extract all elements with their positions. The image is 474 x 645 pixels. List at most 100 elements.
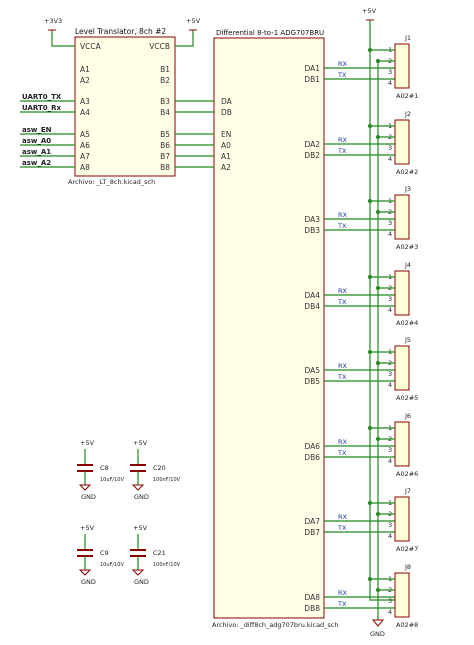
differential-mux-block[interactable]: Differential 8-to-1 ADG707BRU Archivo: _… [212,29,339,629]
cap-val-c21: 100nF/10V [153,562,181,568]
power-5v-label-right: +5V [362,7,377,15]
connector-val-j4: A02#4 [396,319,418,327]
net-label-in-3: asw_A0 [22,137,51,145]
capacitor-symbol [77,549,93,557]
diff-pin-da7: DA7 [304,517,320,526]
cap-gnd-label: GND [81,493,96,501]
rx-label-8: RX [338,589,348,597]
tx-label-4: TX [337,298,347,306]
junction-dot [368,501,372,505]
net-label-in-4: asw_A1 [22,148,51,156]
connector-j8[interactable] [394,572,410,618]
rx-label-1: RX [338,60,348,68]
diff-pin-db3: DB3 [304,226,320,235]
gnd-symbol [131,484,145,491]
cap-val-c9: 10uF/10V [100,562,124,568]
lt-pin-vccb: VCCB [149,42,170,51]
lt-pin-a7: A7 [80,152,90,161]
gnd-symbol [78,569,92,576]
connector-pin-num: 3 [388,446,392,454]
tx-label-1: TX [337,71,347,79]
net-label-mid-db: DB [221,108,232,117]
cap-power-label: +5V [133,524,148,532]
lt-pin-a1: A1 [80,65,90,74]
net-label-mid-da: DA [221,97,233,106]
diff-pin-da8: DA8 [304,593,320,602]
level-translator-block[interactable]: Level Translator, 8ch #2 Archivo: _LT_8c… [68,27,176,186]
cap-ref-c21: C21 [153,549,166,557]
rx-label-6: RX [338,438,348,446]
power-top: +3V3 +5V +5V GND [44,7,395,638]
diff-mux-file: Archivo: _diff8ch_adg707bru.kicad_sch [212,621,339,629]
junction-dot [368,48,372,52]
diff-pin-db7: DB7 [304,528,320,537]
rx-label-5: RX [338,362,348,370]
connector-pin-num: 3 [388,597,392,605]
gnd-symbol [131,569,145,576]
connector-j2[interactable] [394,119,410,165]
connector-j3[interactable] [394,194,410,240]
connector-pin-num: 3 [388,370,392,378]
diff-pin-da5: DA5 [304,366,320,375]
junction-dot [368,199,372,203]
connector-pin-num: 4 [388,230,392,238]
diff-pin-da3: DA3 [304,215,320,224]
connector-j6[interactable] [394,421,410,467]
rx-label-2: RX [338,136,348,144]
tx-label-3: TX [337,222,347,230]
connector-j5[interactable] [394,345,410,391]
connector-pin-num: 3 [388,68,392,76]
connector-val-j3: A02#3 [396,243,418,251]
cap-power-label: +5V [133,439,148,447]
net-label-mid-en: EN [221,130,231,139]
connector-j7[interactable] [394,496,410,542]
cap-power-label: +5V [80,524,95,532]
connector-val-j2: A02#2 [396,168,418,176]
junction-dot [368,275,372,279]
connector-pin-num: 3 [388,521,392,529]
connector-ref-j1: J1 [404,34,411,42]
net-label-mid-a2: A2 [221,163,231,172]
lt-pin-a4: A4 [80,108,90,117]
connector-ref-j7: J7 [404,487,411,495]
power-5v-label-top: +5V [186,17,201,25]
cap-gnd-label: GND [81,578,96,586]
diff-pin-db8: DB8 [304,604,320,613]
junction-dot [376,210,380,214]
connector-pin-num: 3 [388,295,392,303]
tx-label-5: TX [337,373,347,381]
diff-pin-da4: DA4 [304,291,320,300]
diff-mux-title: Differential 8-to-1 ADG707BRU [216,29,324,37]
diff-pin-da2: DA2 [304,140,320,149]
junction-dot [368,577,372,581]
diff-pin-db2: DB2 [304,151,320,160]
lt-pin-b8: B8 [160,163,170,172]
diff-pin-db5: DB5 [304,377,320,386]
junction-dot [368,350,372,354]
cap-ref-c9: C9 [100,549,109,557]
lt-pin-a5: A5 [80,130,90,139]
connector-ref-j4: J4 [404,261,411,269]
connector-j4[interactable] [394,270,410,316]
diff-pin-da1: DA1 [304,64,320,73]
net-label-mid-a0: A0 [221,141,231,150]
cap-val-c8: 10uF/10V [100,477,124,483]
connector-val-j1: A02#1 [396,92,418,100]
tx-label-2: TX [337,147,347,155]
diff-pin-da6: DA6 [304,442,320,451]
connector-ref-j5: J5 [404,336,411,344]
connector-pin-num: 4 [388,381,392,389]
net-label-in-2: asw_EN [22,126,52,134]
connector-j1[interactable] [394,43,410,89]
rx-label-4: RX [338,287,348,295]
connector-val-j6: A02#6 [396,470,418,478]
rx-label-3: RX [338,211,348,219]
junction-dot [368,124,372,128]
junction-dot [376,59,380,63]
lt-pin-a6: A6 [80,141,90,150]
lt-pin-b4: B4 [160,108,170,117]
junction-dot [376,437,380,441]
junction-dot [376,588,380,592]
connector-pin-num: 3 [388,144,392,152]
